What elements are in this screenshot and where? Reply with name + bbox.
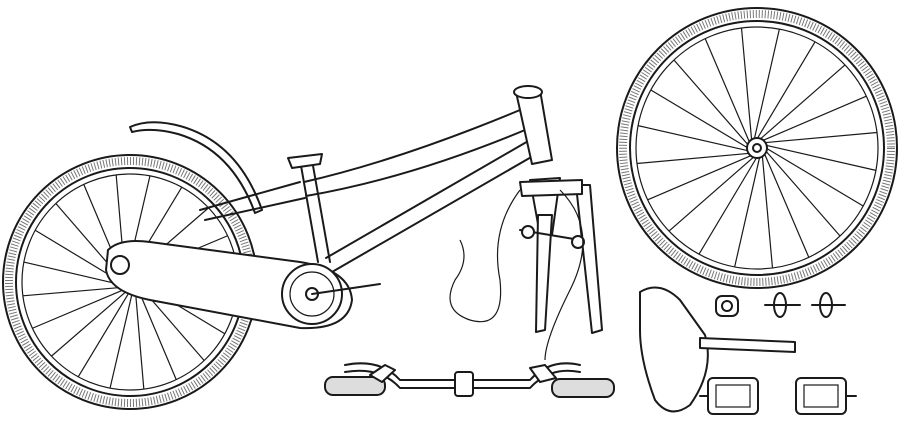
spoke (765, 150, 841, 237)
spoke (636, 152, 750, 165)
front-wheel (616, 7, 898, 289)
rim-inner (635, 26, 879, 270)
spoke (765, 144, 877, 171)
spoke (734, 156, 761, 268)
spoke (740, 27, 753, 141)
spoke (23, 261, 122, 286)
pedals (699, 377, 857, 415)
bolts (764, 292, 846, 318)
handlebar (324, 362, 615, 398)
chain-guard (105, 240, 381, 330)
spoke (134, 289, 145, 390)
rear-fender (129, 121, 263, 214)
spoke (704, 38, 751, 143)
spoke (51, 290, 128, 357)
fork (519, 177, 603, 334)
brake-cable (449, 189, 521, 323)
spoke (22, 286, 123, 297)
spoke (650, 89, 749, 149)
spoke (77, 290, 131, 378)
spoke (136, 287, 177, 380)
spoke (759, 64, 846, 140)
spoke (756, 41, 816, 140)
tire-tread (619, 10, 895, 286)
spoke (637, 125, 749, 152)
spoke (673, 59, 749, 146)
brake-cable (544, 189, 584, 361)
rim (629, 20, 885, 276)
axle (752, 143, 762, 153)
spoke (765, 147, 864, 207)
spoke (668, 156, 755, 232)
spoke (647, 154, 752, 201)
spoke (109, 290, 134, 389)
spoke (32, 288, 125, 329)
seatpost-clamp (715, 295, 739, 317)
spoke (753, 28, 780, 140)
seat (639, 286, 796, 413)
spoke (698, 156, 758, 255)
spoke (761, 155, 774, 269)
spoke (764, 131, 878, 144)
spoke (762, 95, 867, 142)
spoke (763, 153, 810, 258)
